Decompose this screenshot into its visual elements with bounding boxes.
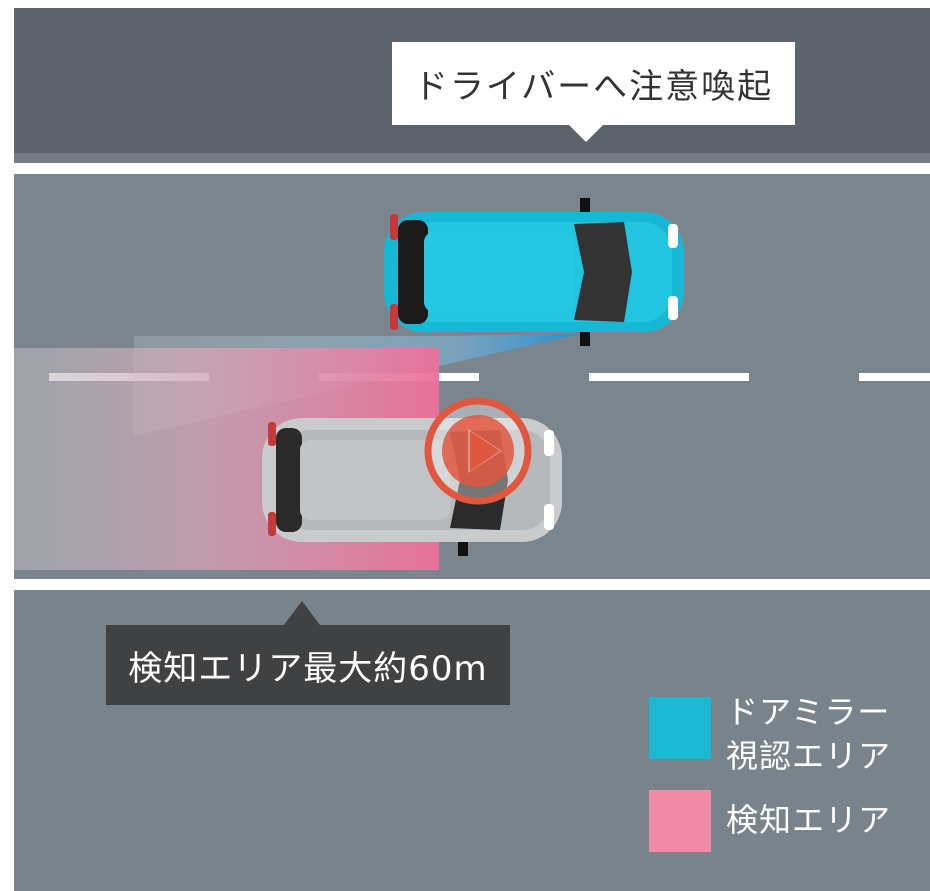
range-pointer (284, 601, 320, 625)
driver-alert-pointer (568, 124, 604, 142)
play-button-icon[interactable] (424, 397, 532, 505)
top-stripe (14, 153, 930, 163)
detection-range-text: 検知エリア最大約60m (128, 648, 488, 689)
driver-alert-text: ドライバーへ注意喚起 (413, 67, 774, 107)
lane-dash (589, 373, 749, 381)
detection-range-callout: 検知エリア最大約60m (106, 625, 510, 705)
legend-label-line: 視認エリア (726, 737, 892, 775)
road (14, 174, 930, 579)
legend-label-mirror-area: ドアミラー 視認エリア (726, 690, 916, 778)
legend-swatch-mirror-area (649, 697, 711, 759)
host-car (384, 198, 684, 346)
legend-swatch-detection-area (649, 790, 711, 852)
driver-alert-callout: ドライバーへ注意喚起 (392, 42, 795, 125)
legend-label-detection-area: 検知エリア (726, 798, 891, 842)
legend-label-line: 検知エリア (726, 801, 892, 839)
road-scene (14, 198, 930, 570)
legend-label-line: ドアミラー (726, 693, 891, 731)
lane-dash (859, 373, 930, 381)
